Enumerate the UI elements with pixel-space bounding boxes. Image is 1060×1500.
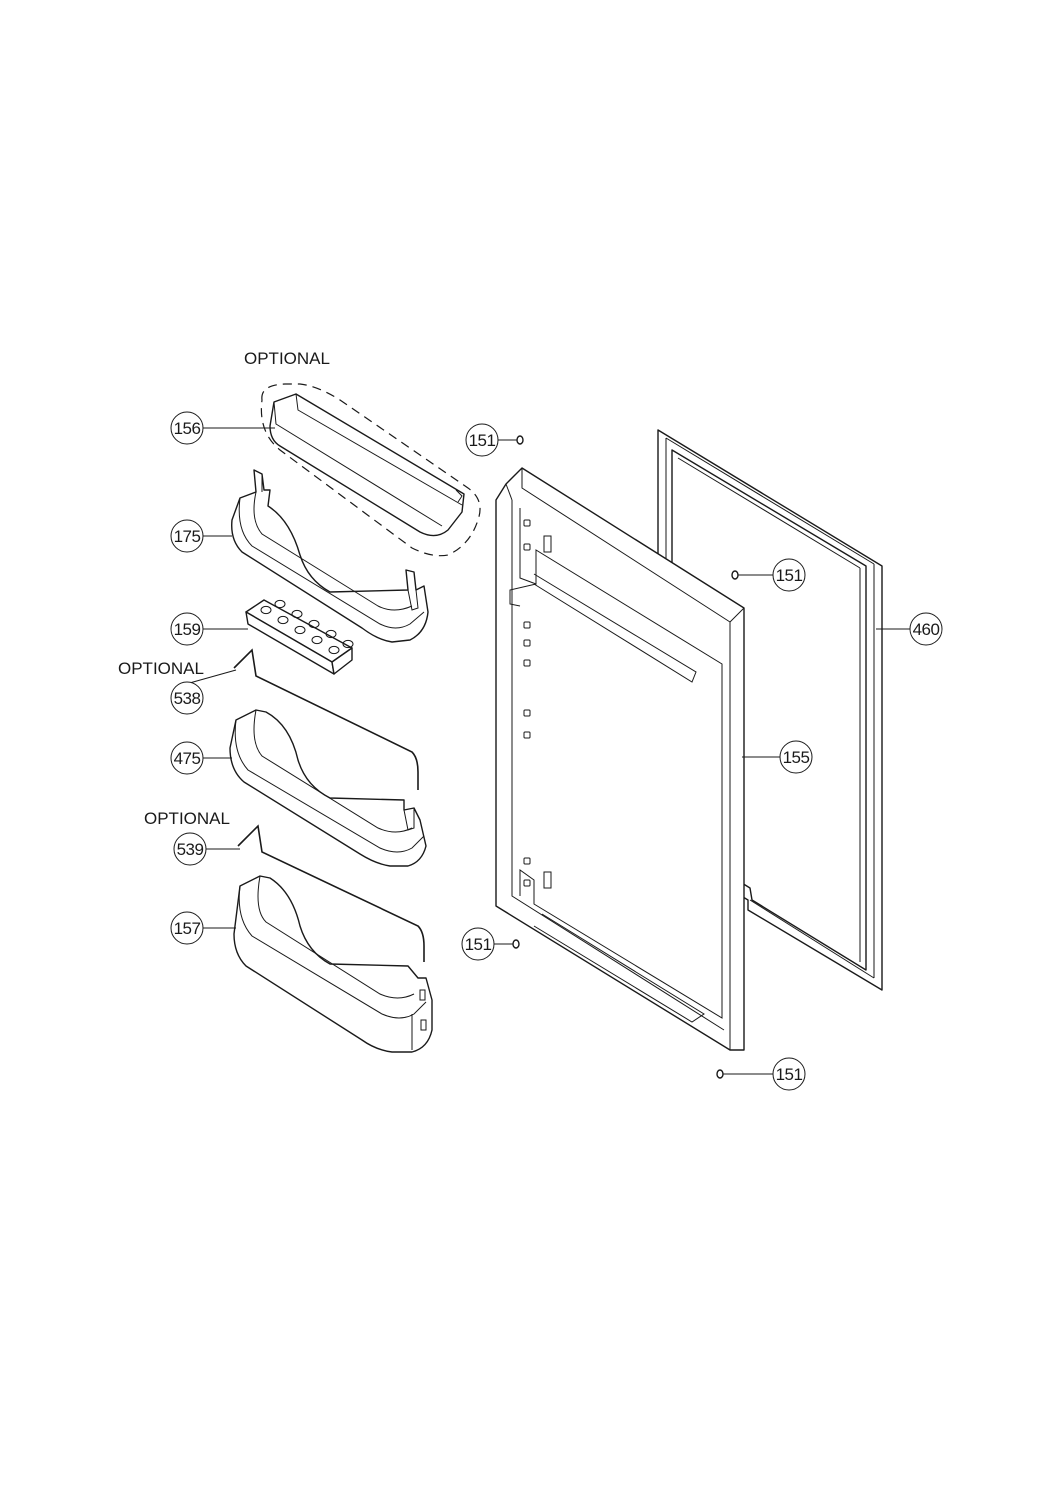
svg-text:460: 460 xyxy=(913,620,940,639)
svg-text:159: 159 xyxy=(174,620,201,639)
callout-151-mid: 151 xyxy=(461,927,495,961)
part-538-wire-guard xyxy=(233,648,419,790)
svg-text:151: 151 xyxy=(465,935,492,954)
callout-460: 460 xyxy=(909,612,943,646)
svg-text:151: 151 xyxy=(469,431,496,450)
svg-text:175: 175 xyxy=(174,527,201,546)
callout-175: 175 xyxy=(170,519,204,553)
leader-lines xyxy=(185,427,910,1075)
svg-text:538: 538 xyxy=(174,689,201,708)
part-155-door-liner xyxy=(495,467,745,1051)
callout-159: 159 xyxy=(170,612,204,646)
callout-151-bottom: 151 xyxy=(772,1057,806,1091)
callout-151-top: 151 xyxy=(465,423,499,457)
part-539-wire-guard xyxy=(237,824,425,962)
svg-text:151: 151 xyxy=(776,1065,803,1084)
svg-text:475: 475 xyxy=(174,749,201,768)
svg-text:151: 151 xyxy=(776,566,803,585)
part-151-screw-mid xyxy=(512,939,520,949)
callout-156: 156 xyxy=(170,411,204,445)
callout-155: 155 xyxy=(779,740,813,774)
optional-note-bottom: OPTIONAL xyxy=(144,809,230,828)
svg-text:156: 156 xyxy=(174,419,201,438)
part-175-door-bin xyxy=(231,469,429,643)
callout-151-right: 151 xyxy=(772,558,806,592)
callout-475: 475 xyxy=(170,741,204,775)
part-475-door-bin xyxy=(229,709,427,867)
callout-157: 157 xyxy=(170,911,204,945)
svg-text:539: 539 xyxy=(177,840,204,859)
part-151-screw-top xyxy=(516,435,524,445)
part-156-shelf-cover xyxy=(269,393,465,537)
callout-538: 538 xyxy=(170,681,204,715)
optional-note-top: OPTIONAL xyxy=(244,349,330,368)
part-151-screw-right xyxy=(731,570,739,580)
part-151-screw-bottom xyxy=(716,1069,724,1079)
optional-note-middle: OPTIONAL xyxy=(118,659,204,678)
part-159-egg-tray xyxy=(245,599,354,675)
svg-text:157: 157 xyxy=(174,919,201,938)
svg-text:155: 155 xyxy=(783,748,810,767)
part-157-door-bin xyxy=(233,875,433,1053)
callout-539: 539 xyxy=(173,832,207,866)
